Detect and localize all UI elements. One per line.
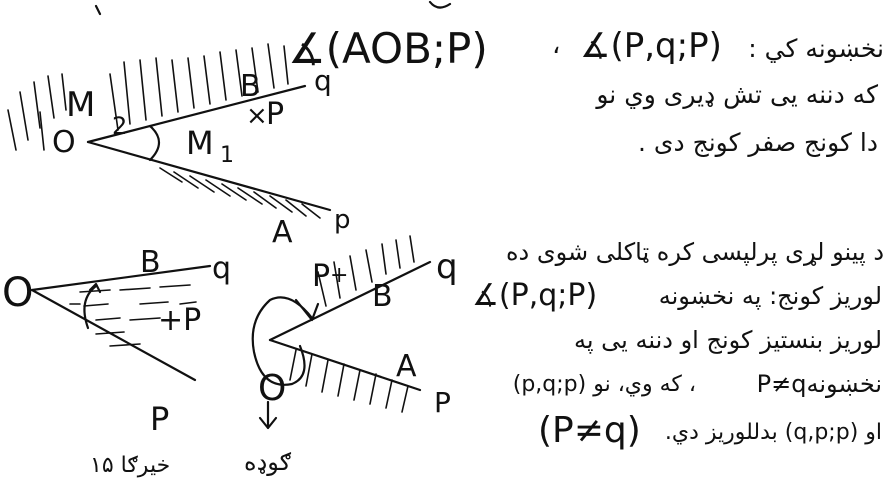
fig2-label-q: q bbox=[212, 251, 231, 286]
down-arrow bbox=[258, 400, 278, 430]
fig2-label-O: O bbox=[2, 270, 33, 316]
fig1-label-B: B bbox=[240, 69, 261, 104]
fig3-caption: ګوډه bbox=[244, 448, 292, 476]
reflex-loop bbox=[251, 296, 314, 386]
fig1-label-P: P bbox=[266, 97, 284, 132]
top-line-3: دا کونج صفر کونج دی . bbox=[638, 128, 878, 157]
ray-oq bbox=[30, 264, 212, 292]
angle-arc bbox=[148, 124, 161, 162]
top-edge-scribbles bbox=[94, 0, 452, 16]
fig1-label-q: q bbox=[314, 64, 332, 97]
fig3-label-P: P bbox=[312, 259, 330, 294]
top-line-1-prefix: نخښونه کي : bbox=[748, 34, 884, 63]
hatching-lower bbox=[159, 167, 321, 219]
fig3-label-B: B bbox=[372, 279, 393, 314]
hatching-upper-right bbox=[317, 235, 415, 307]
oriented-angle-figure: O B q +P P خیرګا ۱۵ bbox=[2, 245, 231, 478]
fig2-caption: خیرګا ۱۵ bbox=[90, 453, 170, 478]
fig1-label-O: O bbox=[52, 125, 76, 160]
fig3-label-q: q bbox=[436, 247, 458, 287]
fig2-label-B: B bbox=[140, 245, 161, 280]
fig1-label-x: × bbox=[246, 101, 268, 131]
fig3-label-O: O bbox=[258, 368, 286, 409]
fig1-label-p: p bbox=[334, 205, 351, 235]
bottom-line-2-text: لوریز کونج: په نخښونه bbox=[658, 282, 882, 310]
ray-lower-p bbox=[268, 338, 422, 392]
bottom-line-5-hw: (P≠q) bbox=[538, 410, 641, 451]
hw-separator: ، bbox=[552, 30, 561, 60]
fig3-label-plus: + bbox=[330, 263, 348, 288]
bottom-line-5-text: او (q,p;p) بدللوریز دي. bbox=[664, 420, 882, 445]
ray-op bbox=[30, 288, 197, 382]
fig3-label-p: P bbox=[434, 386, 451, 419]
zero-angle-figure: O M 2 B q × P M 1 A p bbox=[7, 43, 351, 250]
bottom-line-1: د پینو لړی پرلپسی کره ټاکلی شوی ده bbox=[505, 238, 884, 266]
fig1-label-M: M bbox=[66, 85, 95, 125]
top-line-2: که دننه یی تش ډیری وي نو bbox=[596, 80, 878, 109]
hw-angle-pqp: ∡(P,q;P) bbox=[580, 26, 722, 66]
bottom-line-3: لوریز بنستیز کونج او دننه یی په bbox=[573, 326, 882, 354]
hatching-upper bbox=[7, 43, 289, 151]
fig3-label-A: A bbox=[396, 349, 417, 384]
bottom-line-4-text: ، که وي، نو (p,q;p) bbox=[512, 372, 696, 397]
bottom-line-4-hw: نخښونهP≠q bbox=[756, 370, 882, 398]
hatching-lower-right bbox=[289, 349, 409, 413]
dashed-interior bbox=[69, 284, 197, 347]
fig1-label-A: A bbox=[272, 215, 293, 250]
fig1-label-two: 2 bbox=[112, 112, 127, 140]
hw-angle-aobp: ∡(AOB;P) bbox=[288, 24, 488, 73]
fig1-label-M1: M bbox=[186, 124, 214, 162]
ray-oa bbox=[86, 140, 332, 212]
fig2-label-plusP: +P bbox=[158, 303, 201, 338]
ray-upper-q bbox=[268, 260, 432, 342]
fig1-label-sub1: 1 bbox=[220, 143, 234, 168]
ray-ob bbox=[86, 84, 307, 144]
bottom-line-2-hw: ∡(P,q;P) bbox=[472, 278, 598, 313]
fig2-label-P: P bbox=[150, 400, 169, 438]
reflex-angle-figure: P + q B A O P ګوډه bbox=[244, 235, 458, 476]
orientation-arrow bbox=[83, 284, 98, 330]
